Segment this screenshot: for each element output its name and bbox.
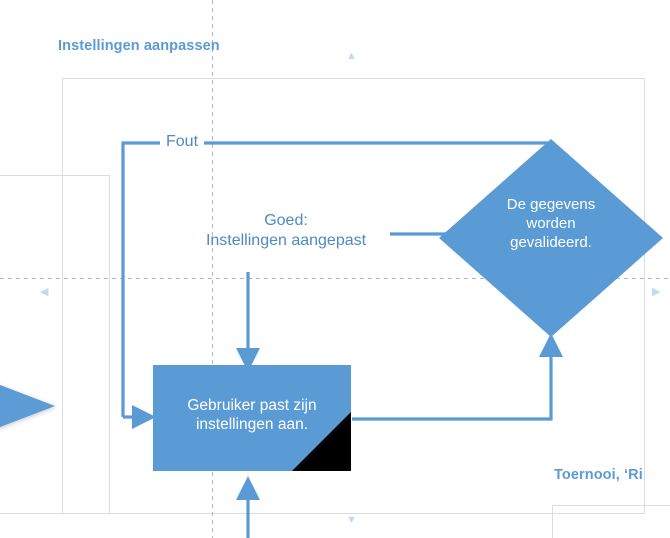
arrowhead-into-diamond-bottom <box>539 333 563 357</box>
page-title-instellingen: Instellingen aanpassen <box>58 38 220 54</box>
page-title-toernooi: Toernooi, ‘Ri <box>554 467 643 483</box>
edge-label-goed-line2: Instellingen aangepast <box>205 231 367 249</box>
scroll-marker-right-icon[interactable]: ▶ <box>652 286 661 298</box>
arrowhead-into-box-left <box>132 405 156 429</box>
process-box-corner-triangle <box>292 412 351 471</box>
panel-main <box>62 78 645 514</box>
panel-left <box>0 175 110 514</box>
panel-bottom-right <box>552 505 670 538</box>
scroll-marker-left-icon[interactable]: ◀ <box>40 286 49 298</box>
edge-fout-path <box>121 141 551 417</box>
edge-label-fout: Fout <box>160 133 205 152</box>
decision-diamond[interactable] <box>439 139 663 337</box>
arrowhead-into-box-bottom <box>236 476 260 500</box>
panel-borders <box>0 78 670 538</box>
edge-box-to-diamond <box>352 348 553 421</box>
arrow-heads <box>132 333 563 500</box>
scroll-marker-up-icon[interactable]: ▲ <box>346 50 357 62</box>
arrowhead-into-box-top <box>236 348 260 372</box>
offscreen-arrow-left[interactable] <box>0 362 55 450</box>
edge-label-goed: Goed: Instellingen aangepast <box>181 211 391 250</box>
edge-label-goed-line1: Goed: <box>264 212 308 229</box>
scroll-marker-down-icon[interactable]: ▼ <box>346 514 357 526</box>
